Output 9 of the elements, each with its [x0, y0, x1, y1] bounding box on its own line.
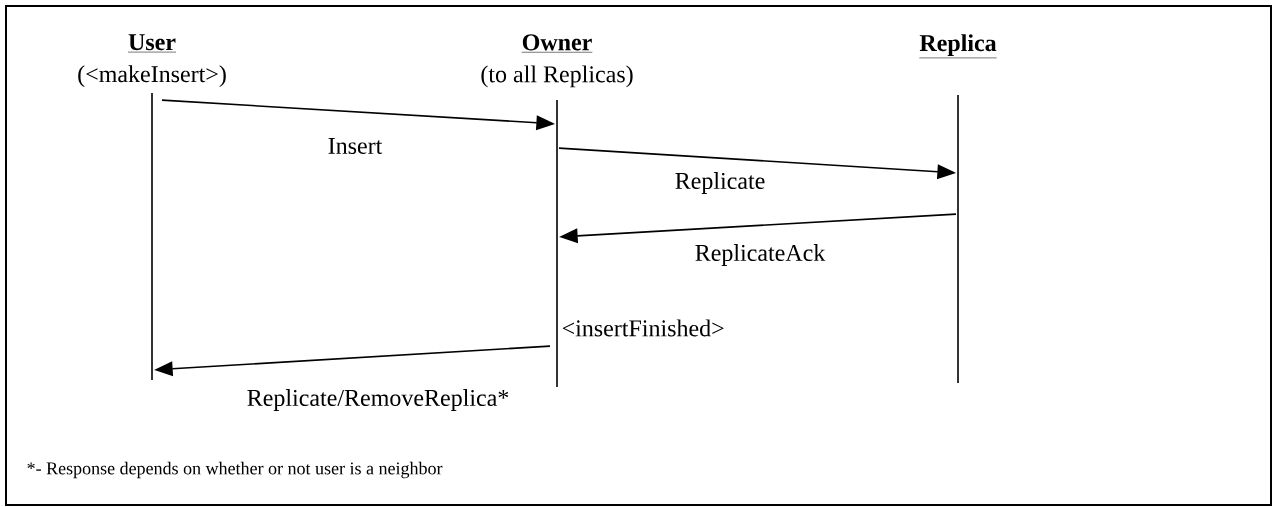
- edge-label: Insert: [326, 136, 384, 156]
- edge-label: ReplicateAck: [693, 242, 827, 268]
- footnote: *- Response depends on whether or not user is a neighbor: [27, 461, 443, 479]
- participant-heading: User (<makeInsert>): [78, 34, 226, 88]
- state-note: <insertFinished>: [562, 319, 724, 337]
- participant-heading: Replica: [919, 34, 997, 59]
- participant-heading: Owner (to all Replicas): [481, 34, 633, 88]
- edge-label: Replicate/RemoveReplica*: [245, 387, 511, 413]
- edge-label: Replicate: [673, 170, 767, 196]
